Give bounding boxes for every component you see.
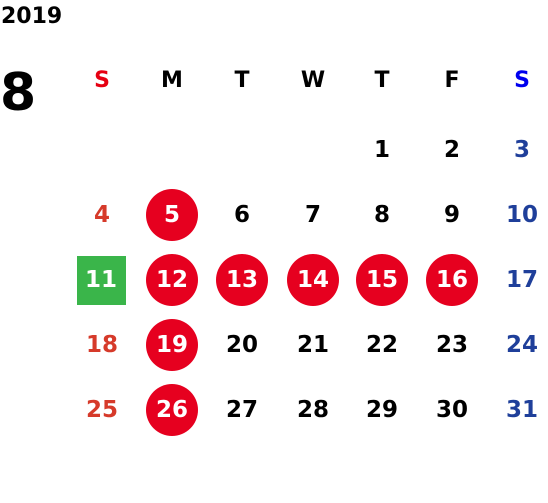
day-cell-22[interactable]: 22 xyxy=(365,332,398,358)
day-cell-25[interactable]: 25 xyxy=(85,397,118,423)
day-cell-4[interactable]: 4 xyxy=(93,202,110,228)
day-cell-24[interactable]: 24 xyxy=(505,332,538,358)
day-cell-14[interactable]: 14 xyxy=(287,254,339,306)
weekday-header-tuesday: T xyxy=(234,67,250,93)
day-cell-12[interactable]: 12 xyxy=(146,254,198,306)
day-cell-13[interactable]: 13 xyxy=(216,254,268,306)
weekday-header-sunday: S xyxy=(94,67,110,93)
day-cell-17[interactable]: 17 xyxy=(505,267,538,293)
weekday-header-thursday: T xyxy=(374,67,390,93)
weekday-header-monday: M xyxy=(161,67,183,93)
day-cell-6[interactable]: 6 xyxy=(233,202,250,228)
day-cell-8[interactable]: 8 xyxy=(373,202,390,228)
day-cell-28[interactable]: 28 xyxy=(296,397,329,423)
day-cell-26[interactable]: 26 xyxy=(146,384,198,436)
day-cell-20[interactable]: 20 xyxy=(225,332,258,358)
day-cell-2[interactable]: 2 xyxy=(443,137,460,163)
day-cell-30[interactable]: 30 xyxy=(435,397,468,423)
day-cell-10[interactable]: 10 xyxy=(505,202,538,228)
day-cell-19[interactable]: 19 xyxy=(146,319,198,371)
day-cell-18[interactable]: 18 xyxy=(85,332,118,358)
weekday-header-saturday: S xyxy=(514,67,530,93)
day-cell-27[interactable]: 27 xyxy=(225,397,258,423)
day-cell-29[interactable]: 29 xyxy=(365,397,398,423)
day-cell-3[interactable]: 3 xyxy=(513,137,530,163)
weekday-header-wednesday: W xyxy=(300,67,326,93)
day-cell-31[interactable]: 31 xyxy=(505,397,538,423)
day-cell-5[interactable]: 5 xyxy=(146,189,198,241)
day-cell-7[interactable]: 7 xyxy=(304,202,321,228)
weekday-header-friday: F xyxy=(444,67,460,93)
day-cell-1[interactable]: 1 xyxy=(373,137,390,163)
year-label: 2019 xyxy=(1,4,63,29)
day-cell-11[interactable]: 11 xyxy=(76,255,126,305)
day-cell-9[interactable]: 9 xyxy=(443,202,460,228)
day-cell-21[interactable]: 21 xyxy=(296,332,329,358)
day-cell-23[interactable]: 23 xyxy=(435,332,468,358)
day-cell-16[interactable]: 16 xyxy=(426,254,478,306)
day-cell-15[interactable]: 15 xyxy=(356,254,408,306)
month-label: 8 xyxy=(0,63,37,123)
